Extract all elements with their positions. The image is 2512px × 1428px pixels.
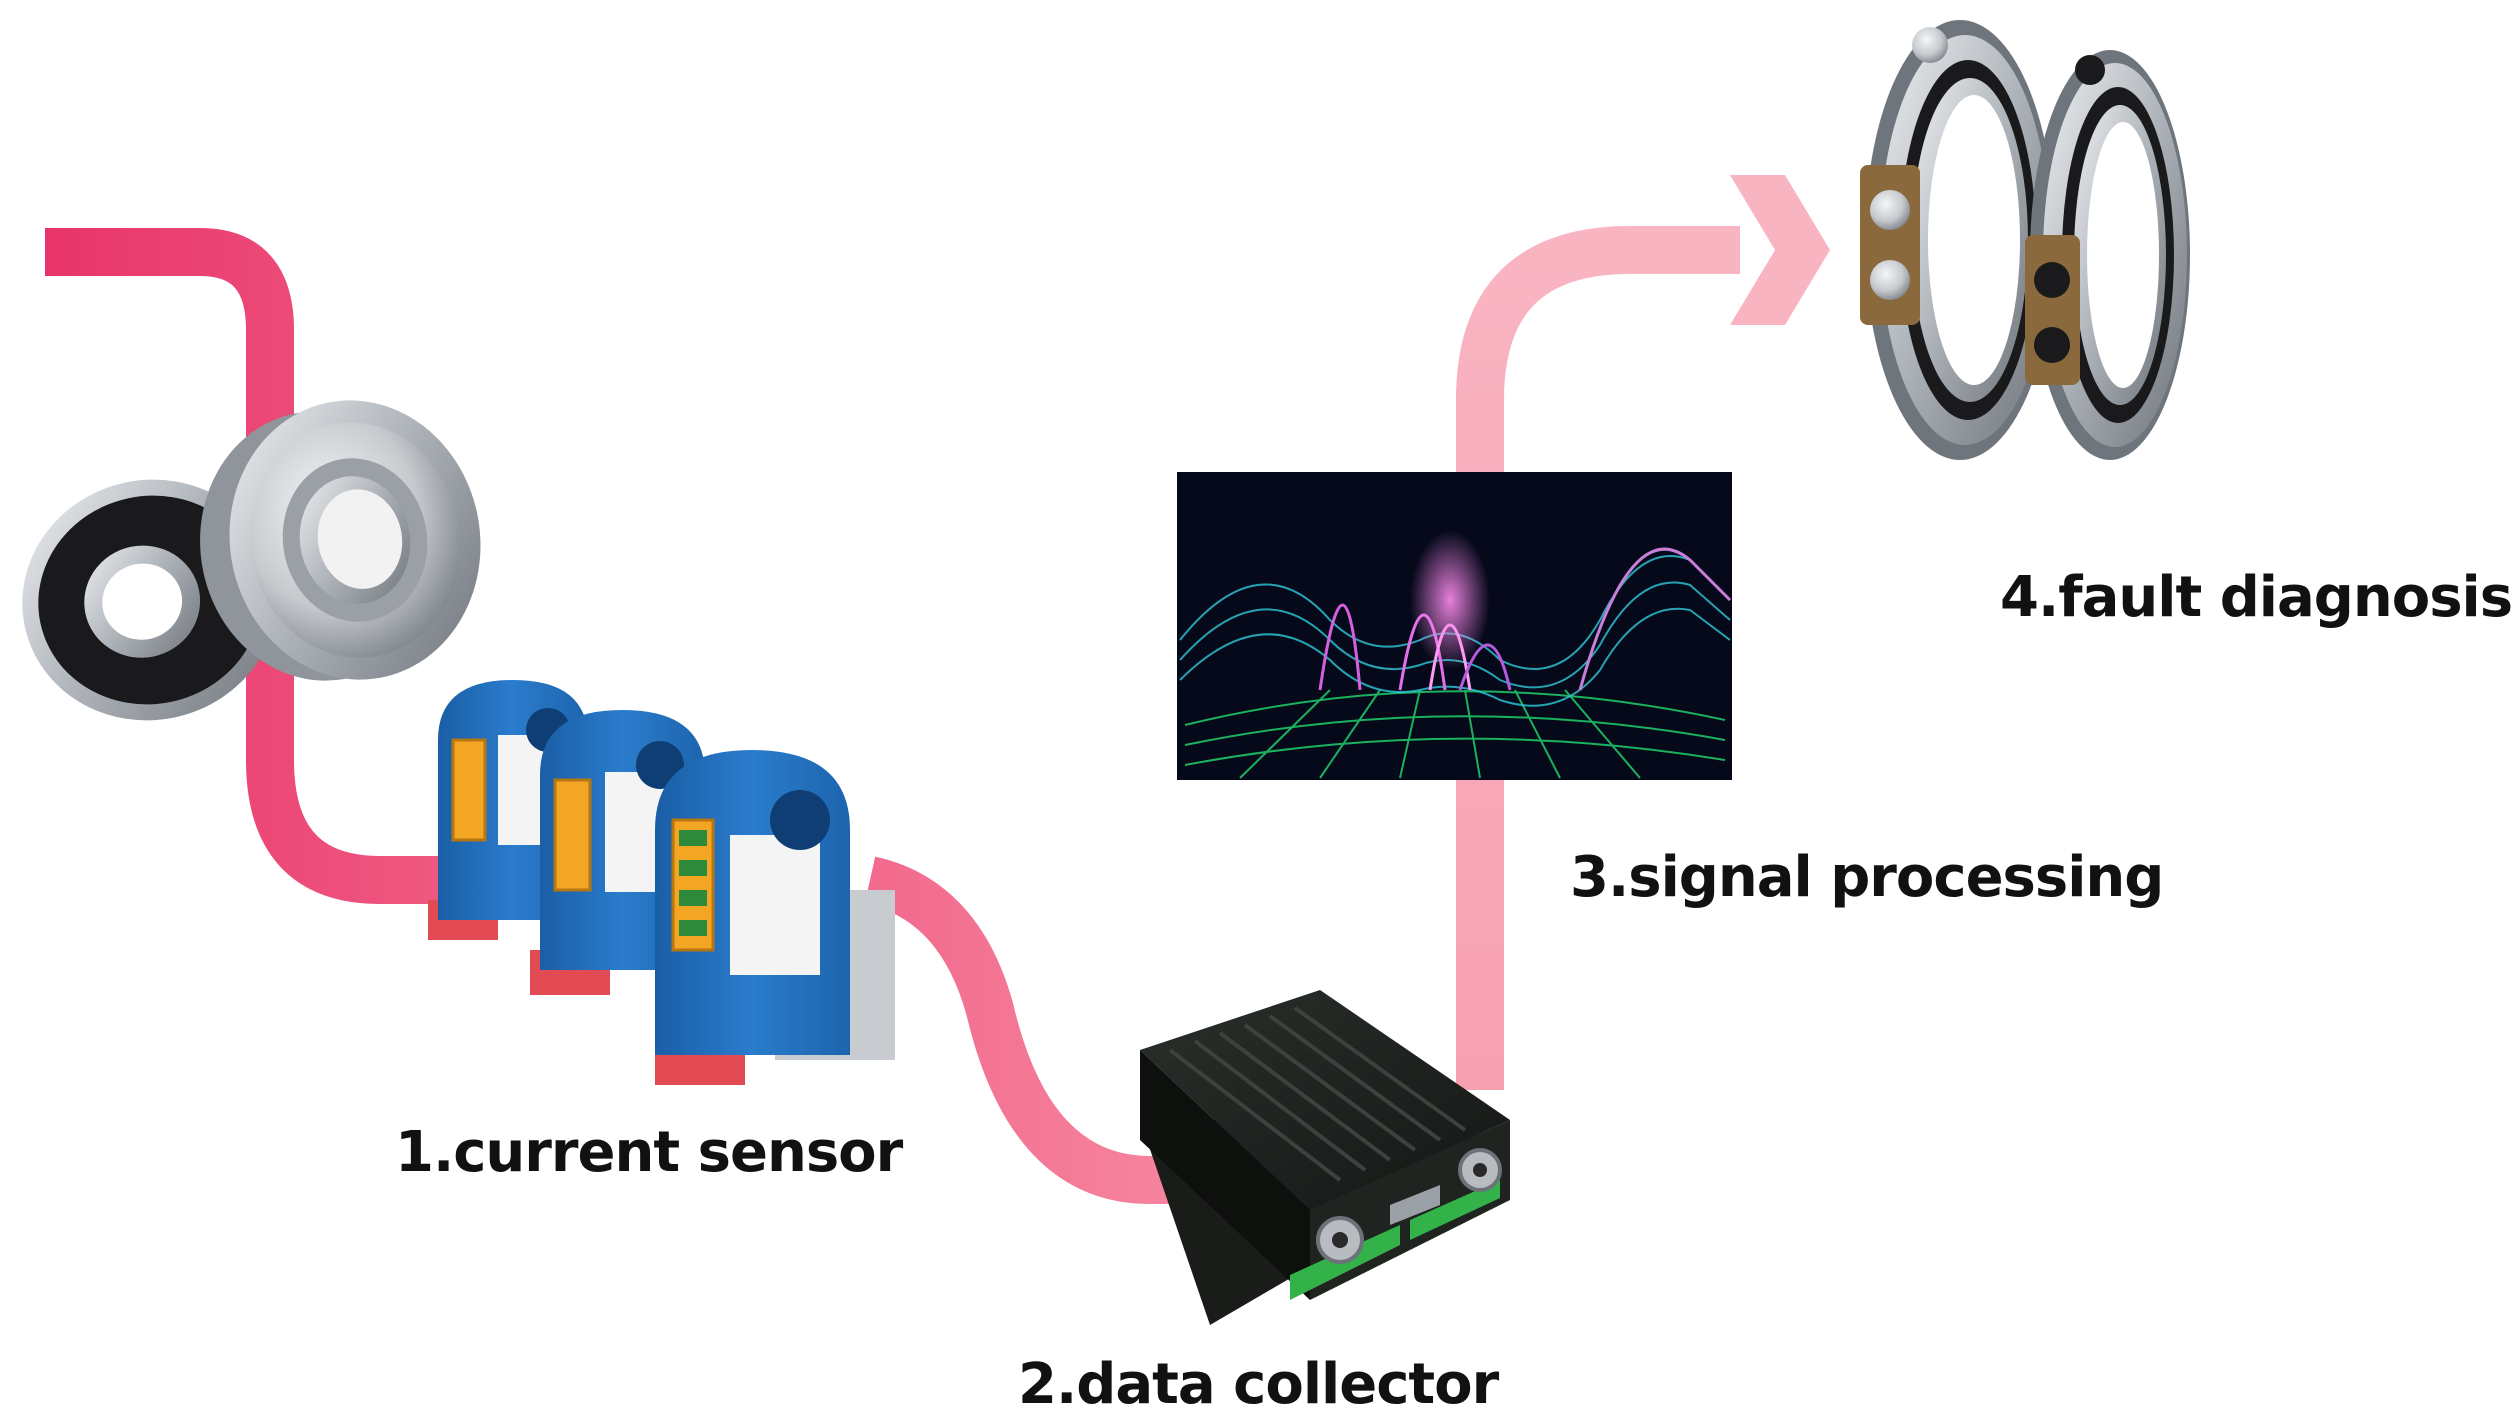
bearing-pair-icon bbox=[22, 400, 481, 721]
current-sensor-icon bbox=[428, 680, 895, 1085]
spectrum-display-icon bbox=[1177, 472, 1732, 780]
flow-segment-1 bbox=[45, 228, 470, 904]
process-flow-diagram bbox=[22, 20, 2190, 1325]
step-label-data-collector: 2.data collector bbox=[1018, 1352, 1499, 1417]
flow-arrow-head bbox=[1730, 175, 1830, 325]
data-collector-icon bbox=[1140, 990, 1510, 1325]
flow-path bbox=[45, 175, 1830, 1204]
step-label-fault-diagnosis: 4.fault diagnosis bbox=[2000, 565, 2512, 630]
step-label-signal-processing: 3.signal processing bbox=[1570, 845, 2164, 910]
flow-segment-2 bbox=[864, 856, 1190, 1204]
bnc-connector-icon bbox=[1316, 1148, 1502, 1264]
angular-bearing-pair-icon bbox=[1860, 20, 2190, 460]
flow-segment-3 bbox=[1456, 226, 1740, 1090]
step-label-current-sensor: 1.current sensor bbox=[395, 1120, 903, 1185]
